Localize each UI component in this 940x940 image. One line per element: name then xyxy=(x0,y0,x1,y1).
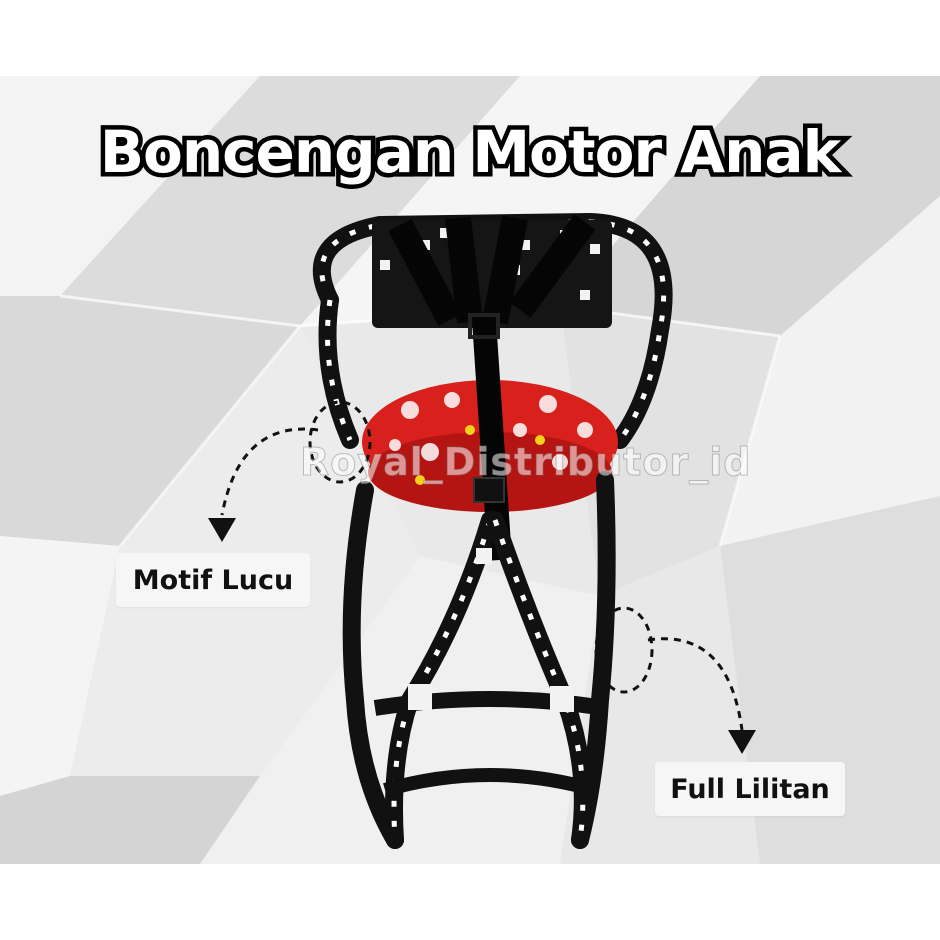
page-title: Boncengan Motor Anak xyxy=(95,114,845,191)
label-text: Full Lilitan xyxy=(670,773,830,805)
callout-right xyxy=(594,606,756,754)
callout-left xyxy=(208,400,372,542)
arrow-down-icon xyxy=(728,730,756,754)
arrow-down-icon xyxy=(208,518,236,542)
watermark: Royal_Distributor_id xyxy=(300,440,752,485)
geometric-pattern xyxy=(0,76,940,864)
label-full-lilitan: Full Lilitan xyxy=(655,762,845,816)
label-text: Motif Lucu xyxy=(132,564,294,596)
product-photo-background xyxy=(0,76,940,864)
child-seat xyxy=(312,212,673,849)
label-motif-lucu: Motif Lucu xyxy=(116,553,310,607)
